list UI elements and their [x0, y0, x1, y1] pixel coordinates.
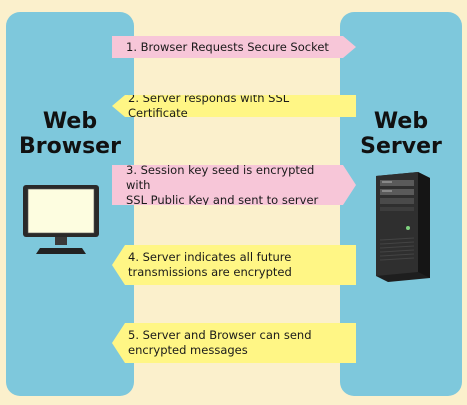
web-server-label-line2: Server: [360, 134, 442, 159]
web-browser-label-line1: Web: [42, 109, 98, 134]
step-2-text: 2. Server responds with SSL Certificate: [128, 91, 290, 120]
step-3-text-line1: 3. Session key seed is encrypted with: [126, 162, 315, 192]
web-browser-label-line2: Browser: [19, 134, 121, 159]
step-4-arrow: 4. Server indicates all future transmiss…: [112, 245, 356, 285]
web-server-panel: Web Server: [340, 12, 462, 396]
step-3-text-line2: SSL Public Key and sent to server: [126, 192, 319, 207]
step-3-arrow: 3. Session key seed is encrypted with SS…: [112, 165, 356, 205]
step-1-text: 1. Browser Requests Secure Socket: [126, 39, 329, 54]
step-5-arrow: 5. Server and Browser can send encrypted…: [112, 323, 356, 363]
step-4-text-line2: transmissions are encrypted: [128, 265, 292, 279]
step-4-text-line1: 4. Server indicates all future: [128, 250, 292, 264]
web-browser-label: Web Browser: [6, 109, 134, 159]
step-2-arrow: 2. Server responds with SSL Certificate: [112, 95, 356, 117]
web-server-label: Web Server: [340, 109, 462, 159]
tower-server-icon: [376, 172, 430, 282]
step-5-text-line2: encrypted messages: [128, 343, 248, 357]
step-1-arrow: 1. Browser Requests Secure Socket: [112, 36, 356, 58]
computer-monitor-icon: [23, 185, 99, 254]
web-server-label-line1: Web: [373, 109, 429, 134]
step-5-text-line1: 5. Server and Browser can send: [128, 328, 312, 342]
